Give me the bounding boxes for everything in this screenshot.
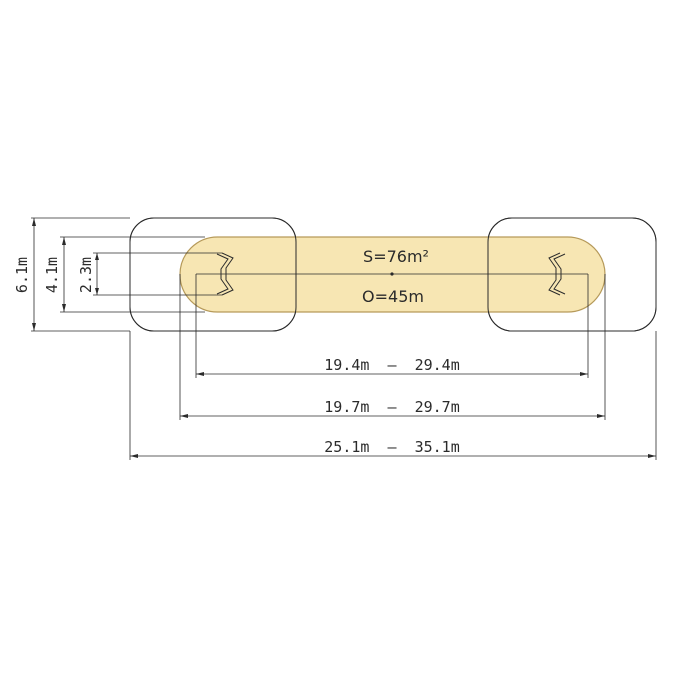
outer-arrow-right [648, 454, 656, 458]
height-outer-label: 6.1m [13, 257, 31, 293]
outer-arrow-left [130, 454, 138, 458]
height-inner-label: 2.3m [77, 257, 95, 293]
middle-range-label: 19.7m – 29.7m [324, 398, 459, 416]
height-inner-arrow-bottom [95, 288, 99, 295]
height-outer-arrow-top [32, 218, 36, 226]
right-bracket-symbol [548, 252, 566, 296]
inner-arrow-left [196, 372, 204, 376]
height-middle-arrow-top [62, 237, 66, 245]
beam-center-point [390, 272, 394, 276]
height-middle-arrow-bottom [62, 304, 66, 312]
outer-range-label: 25.1m – 35.1m [324, 438, 459, 456]
left-outer-zone-outline [129, 217, 297, 332]
middle-arrow-right [597, 414, 605, 418]
perimeter-label: O=45m [362, 287, 424, 306]
height-middle-label: 4.1m [43, 257, 61, 293]
inner-arrow-right [580, 372, 588, 376]
right-outer-zone-outline [487, 217, 657, 332]
left-bracket-symbol [216, 252, 234, 296]
area-label: S=76m² [363, 247, 429, 266]
height-inner-arrow-top [95, 253, 99, 260]
height-outer-arrow-bottom [32, 323, 36, 331]
inner-range-label: 19.4m – 29.4m [324, 356, 459, 374]
middle-arrow-left [180, 414, 188, 418]
